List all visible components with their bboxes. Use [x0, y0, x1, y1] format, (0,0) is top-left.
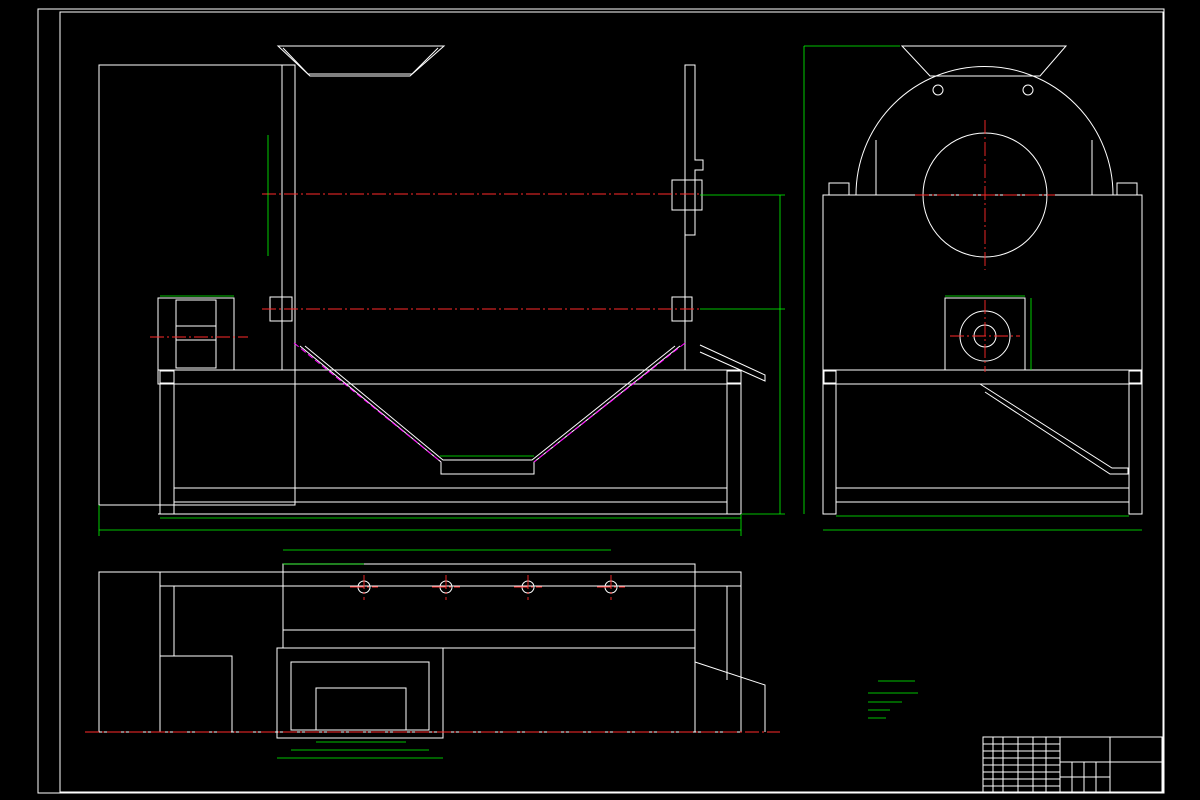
- side-body: [822, 194, 1143, 371]
- front-view: [98, 45, 785, 536]
- inner-border: [59, 11, 1164, 793]
- plan-discharge-frame: [276, 647, 444, 739]
- plan-outline: [98, 571, 742, 733]
- plan-discharge-opening: [315, 687, 407, 731]
- plan-view: [85, 549, 780, 759]
- front-dimensions: [98, 135, 785, 536]
- right-bolt: [1116, 182, 1138, 196]
- drum-arc: [855, 66, 1114, 196]
- motor-block: [157, 297, 235, 371]
- plan-dimensions: [277, 549, 611, 759]
- support-frame: [157, 369, 742, 515]
- feed-hopper: [276, 45, 446, 77]
- plan-shaft-housing: [282, 563, 696, 631]
- right-bearing-upper: [671, 179, 703, 211]
- side-dimensions: [803, 45, 1142, 531]
- left-bolt: [828, 182, 850, 196]
- sheet-frame: [37, 8, 1165, 794]
- side-view: [803, 45, 1143, 531]
- side-hopper: [900, 45, 1068, 77]
- main-drum: [294, 64, 704, 371]
- title-block: [982, 736, 1163, 793]
- discharge-chute: [293, 342, 766, 475]
- outer-border: [37, 8, 1165, 794]
- left-housing: [98, 64, 296, 506]
- technical-notes: [868, 680, 918, 719]
- plan-holes: [350, 575, 625, 600]
